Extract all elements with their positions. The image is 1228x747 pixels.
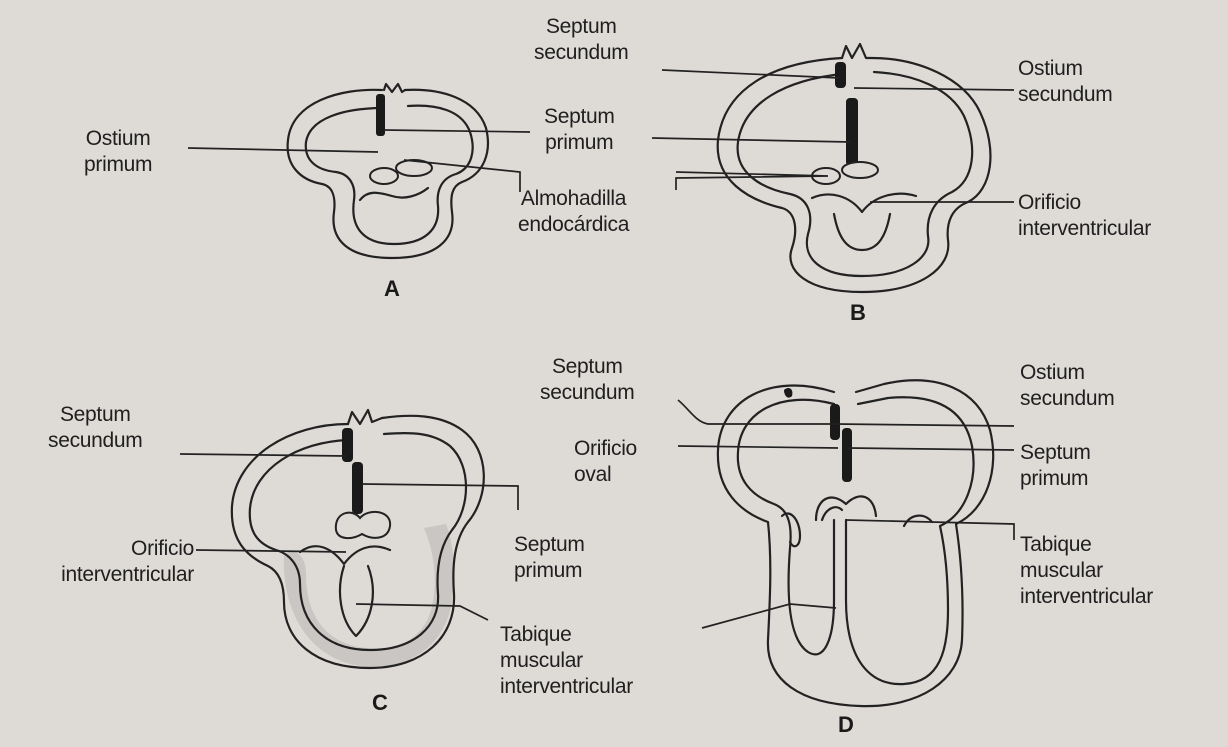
panel-d-septum-primum [842, 428, 852, 482]
panel-b-letter: B [850, 300, 866, 326]
panel-b-heart [718, 44, 991, 292]
panel-d-heart [718, 380, 993, 706]
panel-a-cushion-lower [370, 168, 398, 184]
panel-c-heart [232, 410, 484, 668]
panel-c-septum-primum [352, 462, 363, 514]
panel-c-septum-secundum [342, 428, 353, 462]
panel-b-cushion-right [842, 162, 878, 178]
panel-c-letter: C [372, 690, 388, 716]
panel-b-septum-secundum [835, 62, 846, 88]
panel-d-septum-secundum [830, 404, 840, 440]
panel-a-letter: A [384, 276, 400, 302]
panel-a-septum-primum [376, 94, 385, 136]
panel-c-cushions [336, 512, 390, 538]
panel-c-ventricular-myocardium [284, 524, 454, 667]
panel-a-leader-lines [188, 130, 530, 192]
panel-d-letter: D [838, 712, 854, 738]
panel-b-septum-primum [846, 98, 858, 166]
panel-a-heart [288, 84, 488, 258]
